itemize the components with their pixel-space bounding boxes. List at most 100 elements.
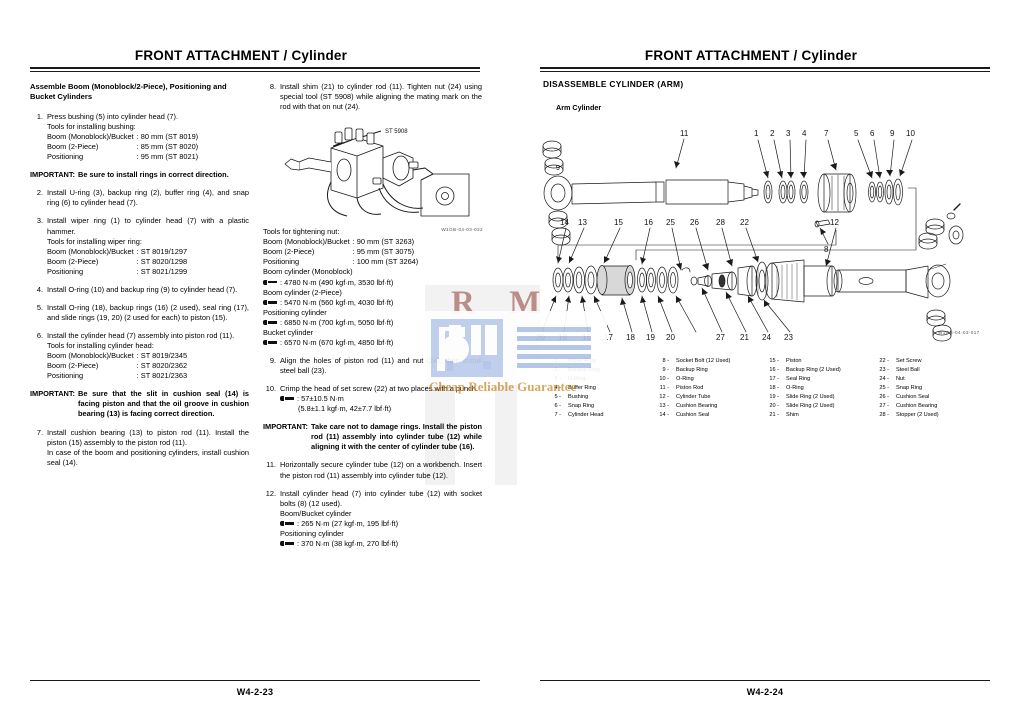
tool-value: : ST 8019/1297 xyxy=(136,246,188,256)
callout-18: 18 xyxy=(626,333,635,342)
callout-22: 22 xyxy=(740,218,749,227)
step-3-number: 3. xyxy=(36,216,43,226)
figure-st5908-tool: ST 5908 W1GB-04-03-022 xyxy=(273,118,483,232)
tool-name: Boom (Monoblock)/Bucket xyxy=(47,132,134,142)
legend-number: 8 - xyxy=(662,358,669,364)
list-item: 5 -Bushing xyxy=(546,393,654,402)
left-page-header: FRONT ATTACHMENT / Cylinder xyxy=(0,48,510,72)
list-item: 4 -Buffer Ring xyxy=(546,384,654,393)
tool-value: : ST 8021/1299 xyxy=(136,266,188,276)
step-3-tools-caption: Tools for installing wiper ring: xyxy=(47,236,142,246)
step-12: 12. Install cylinder head (7) into cylin… xyxy=(263,489,482,549)
tool-value: : 90 mm (ST 3263) xyxy=(352,237,415,247)
step-2-number: 2. xyxy=(36,188,43,198)
list-item: 6 -Snap Ring xyxy=(546,402,654,411)
step-3-tools-table: Boom (Monoblock)/Bucket : ST 8019/1297 B… xyxy=(47,247,187,277)
callout-12: 12 xyxy=(830,218,839,227)
legend-number: 20 - xyxy=(769,403,779,410)
legend-label: Steel Ball xyxy=(896,367,920,374)
callout-27: 27 xyxy=(716,333,725,342)
legend-number: 6 - xyxy=(554,403,561,410)
torque-wrench-icon xyxy=(280,520,294,526)
section-heading-assemble: Assemble Boom (Monoblock/2-Piece), Posit… xyxy=(30,82,227,102)
step-2: 2. Install U-ring (3), backup ring (2), … xyxy=(30,188,249,208)
right-page-number: W4-2-24 xyxy=(746,687,784,697)
left-page-number: W4-2-23 xyxy=(236,687,274,697)
tool-name: Positioning xyxy=(47,371,84,381)
legend-label: Set Screw xyxy=(896,358,922,364)
exploded-view-drawing: 11 1 2 3 4 7 5 6 9 10 8 9 14 13 15 16 25… xyxy=(536,129,964,342)
section-heading-disassemble: DISASSEMBLE CYLINDER (ARM) xyxy=(543,79,684,89)
callout-21: 21 xyxy=(740,333,749,342)
legend-number: 21 - xyxy=(769,412,779,419)
callout-24: 24 xyxy=(762,333,771,342)
list-item: 14 -Cushion Seal xyxy=(654,411,764,420)
step-7: 7. Install cushion bearing (13) to pisto… xyxy=(30,428,249,468)
list-item: 26 -Cushion Seal xyxy=(874,393,984,402)
left-page-footer: W4-2-23 xyxy=(30,680,480,697)
callout-16-bottom: 16 xyxy=(582,333,591,342)
callout-8: 8 xyxy=(824,245,829,254)
step-1: 1. Press bushing (5) into cylinder head … xyxy=(30,112,249,162)
legend-column-4: 22 -Set Screw 23 -Steel Ball 24 -Nut 25 … xyxy=(874,357,984,420)
list-item: 8 -Socket Bolt (12 Used) xyxy=(654,357,764,366)
callout-13: 13 xyxy=(578,218,587,227)
left-column-1: Assemble Boom (Monoblock/2-Piece), Posit… xyxy=(30,82,249,557)
legend-label: U-Ring xyxy=(568,376,586,383)
figure-callout-st5908: ST 5908 xyxy=(385,129,408,135)
legend-number: 2 - xyxy=(554,367,561,374)
step-11: 11. Horizontally secure cylinder tube (1… xyxy=(263,460,482,480)
legend-label: Slide Ring (2 Used) xyxy=(786,394,835,401)
table-row: Boom (2-Piece) : 95 mm (ST 3075) xyxy=(263,247,418,257)
step-10-text: Crimp the head of set screw (22) at two … xyxy=(280,384,478,394)
legend-label: Backup Ring (2 Used) xyxy=(786,367,841,374)
list-item: 12 -Cylinder Tube xyxy=(654,393,764,402)
step-4: 4. Install O-ring (10) and backup ring (… xyxy=(30,285,249,295)
tool-name: Positioning xyxy=(47,266,84,276)
right-page: FRONT ATTACHMENT / Cylinder W4-2-24 xyxy=(510,0,1020,723)
arm-cylinder-exploded-diagram: 11 1 2 3 4 7 5 6 9 10 8 9 14 13 15 16 25… xyxy=(536,120,1006,350)
step-6-tools-table: Boom (Monoblock)/Bucket : ST 8019/2345 B… xyxy=(47,351,187,381)
step-1-text: Press bushing (5) into cylinder head (7)… xyxy=(47,111,179,121)
list-item: 9 -Backup Ring xyxy=(654,366,764,375)
legend-label: Backup Ring xyxy=(676,367,708,374)
legend-label: O-Ring xyxy=(786,385,804,392)
step-10-torque-value-2: (5.8±1.1 kgf·m, 42±7.7 lbf·ft) xyxy=(298,404,392,414)
step-5-text: Install O-ring (18), backup rings (16) (… xyxy=(47,302,249,322)
tool-name: Boom (Monoblock)/Bucket xyxy=(263,237,350,247)
legend-label: Piston Rod xyxy=(676,385,704,392)
torque-wrench-icon xyxy=(263,339,277,345)
tightening-tools-caption: Tools for tightening nut: xyxy=(263,227,340,237)
left-column-2: 8. Install shim (21) to cylinder rod (11… xyxy=(263,82,483,557)
step-11-number: 11. xyxy=(266,460,276,470)
legend-label: Stopper (2 Used) xyxy=(896,412,939,419)
legend-column-3: 15 -Piston 16 -Backup Ring (2 Used) 17 -… xyxy=(764,357,874,420)
step-3-text: Install wiper ring (1) to cylinder head … xyxy=(47,216,249,236)
callout-11: 11 xyxy=(680,129,689,138)
torque-value: : 6850 N·m (700 kgf·m, 5050 lbf·ft) xyxy=(280,317,394,327)
step-4-number: 4. xyxy=(36,284,43,294)
legend-number: 13 - xyxy=(659,403,669,410)
step-9: 9. Align the holes of piston rod (11) an… xyxy=(263,356,482,376)
step-1-tools-caption: Tools for installing bushing: xyxy=(47,122,136,131)
step-9-text: Align the holes of piston rod (11) and n… xyxy=(280,355,482,375)
list-item: 18 -O-Ring xyxy=(764,384,874,393)
legend-number: 24 - xyxy=(879,376,889,383)
step-12-text: Install cylinder head (7) into cylinder … xyxy=(280,488,482,508)
header-title-bold: FRONT ATTACHMENT xyxy=(134,48,280,63)
figure-drawing-code: W1GB-04-03-022 xyxy=(441,227,483,233)
torque-value: : 4780 N·m (490 kgf·m, 3530 lbf·ft) xyxy=(280,277,394,287)
step-12-sub1-caption: Boom/Bucket cylinder xyxy=(280,508,352,518)
step-5: 5. Install O-ring (18), backup rings (16… xyxy=(30,303,249,323)
legend-label: Cushion Bearing xyxy=(676,403,718,410)
list-item: 15 -Piston xyxy=(764,357,874,366)
torque-caption-boom-2p: Boom cylinder (2-Piece) xyxy=(263,287,342,297)
step-5-number: 5. xyxy=(36,302,43,312)
legend-label: Cushion Bearing xyxy=(896,403,938,410)
list-item: 3 -U-Ring xyxy=(546,375,654,384)
step-10: 10. Crimp the head of set screw (22) at … xyxy=(263,384,482,414)
header-title-sep: / xyxy=(279,48,292,63)
step-8: 8. Install shim (21) to cylinder rod (11… xyxy=(263,82,482,112)
important-note-1: IMPORTANT: Be sure to install rings in c… xyxy=(30,170,249,180)
callout-2: 2 xyxy=(770,129,775,138)
